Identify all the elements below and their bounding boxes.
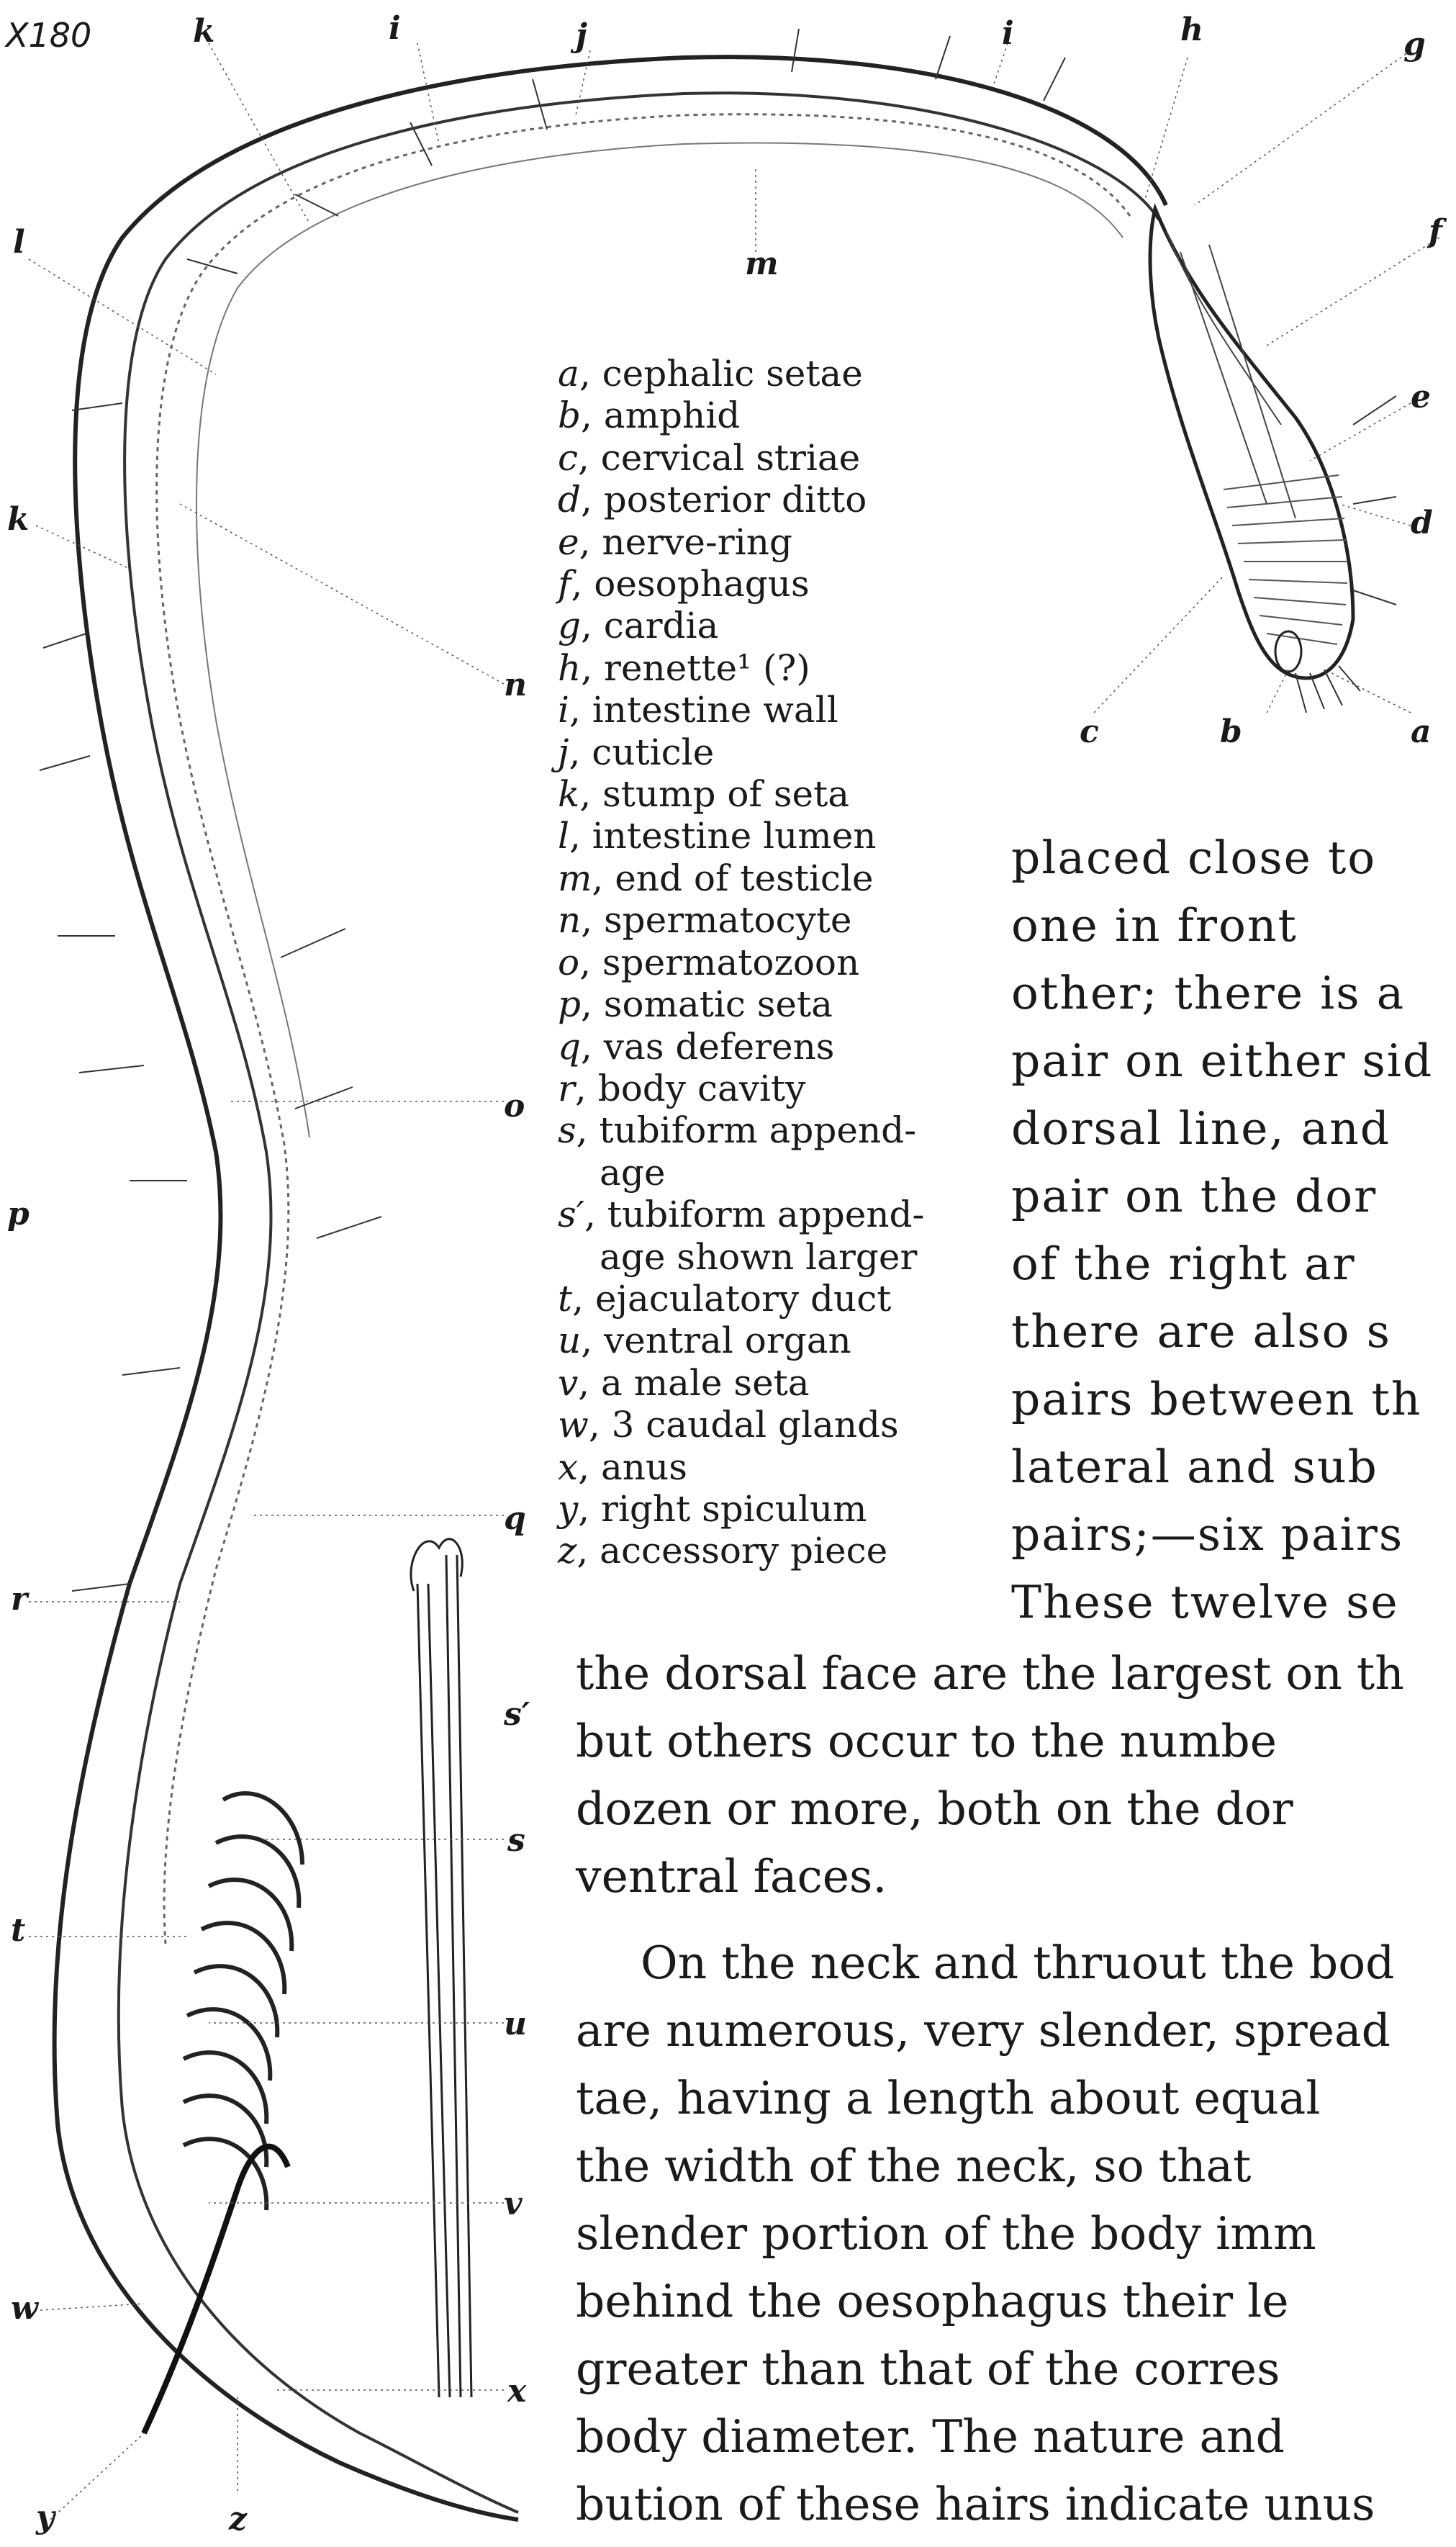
callout-y: y — [36, 2502, 55, 2533]
text-line: bution of these hairs indicate unus — [576, 2471, 1456, 2538]
text-line: pairs between th — [1011, 1366, 1456, 1433]
text-line: These twelve se — [1011, 1569, 1456, 1636]
callout-e: e — [1411, 382, 1431, 413]
callout-u: u — [504, 2009, 527, 2040]
body-column-text: placed close to one in front other; ther… — [1011, 824, 1456, 1636]
legend-row: q, vas deferens — [558, 1026, 990, 1068]
text-line: body diameter. The nature and — [576, 2403, 1456, 2471]
callout-d: d — [1411, 508, 1433, 539]
legend-row: l, intestine lumen — [558, 815, 990, 857]
text-line: the dorsal face are the largest on th — [576, 1640, 1456, 1708]
legend-row: u, ventral organ — [558, 1320, 990, 1361]
text-line: ventral faces. — [576, 1843, 1456, 1911]
legend-row: b, amphid — [558, 395, 990, 436]
callout-s-prime: s′ — [504, 1699, 530, 1731]
callout-g: g — [1403, 29, 1426, 60]
legend-row: m, end of testicle — [558, 857, 990, 899]
legend-row: a, cephalic setae — [558, 353, 990, 395]
text-line: tae, having a length about equal — [576, 2065, 1456, 2132]
legend-row: d, posterior ditto — [558, 479, 990, 520]
legend-row: c, cervical striae — [558, 437, 990, 479]
callout-i-right: i — [1002, 18, 1014, 50]
text-line: pair on either sid — [1011, 1027, 1456, 1095]
legend-row: z, accessory piece — [558, 1530, 990, 1572]
figure-legend: a, cephalic setae b, amphid c, cervical … — [558, 353, 990, 1572]
callout-i-left: i — [389, 13, 401, 45]
legend-row: age shown larger — [558, 1236, 990, 1278]
callout-q: q — [504, 1503, 526, 1535]
text-line: pair on the dor — [1011, 1163, 1456, 1230]
callout-v: v — [504, 2188, 523, 2220]
legend-row: g, cardia — [558, 605, 990, 646]
text-line: other; there is a — [1011, 960, 1456, 1027]
text-line: of the right ar — [1011, 1230, 1456, 1298]
callout-h: h — [1180, 14, 1203, 46]
oesophagus-outline — [1150, 209, 1353, 678]
callout-p: p — [7, 1199, 30, 1230]
callout-k-left: k — [7, 504, 30, 536]
callout-r: r — [11, 1584, 27, 1615]
callout-f: f — [1429, 216, 1442, 248]
text-line: slender portion of the body imm — [576, 2200, 1456, 2268]
callout-o: o — [504, 1091, 525, 1122]
cervical-striae — [1224, 475, 1347, 644]
callout-z: z — [229, 2504, 247, 2535]
callout-a: a — [1411, 716, 1432, 748]
magnification-label: X180 — [6, 16, 91, 55]
legend-row: o, spermatozoon — [558, 942, 990, 983]
callout-m: m — [745, 248, 779, 280]
legend-row: r, body cavity — [558, 1068, 990, 1109]
legend-row: age — [558, 1152, 990, 1194]
legend-row: v, a male seta — [558, 1362, 990, 1404]
callout-s: s — [507, 1825, 525, 1857]
text-line: dozen or more, both on the dor — [576, 1775, 1456, 1843]
legend-row: h, renette¹ (?) — [558, 647, 990, 689]
callout-w: w — [11, 2293, 38, 2325]
callout-x: x — [507, 2376, 526, 2407]
legend-row: j, cuticle — [558, 731, 990, 773]
text-line: lateral and sub — [1011, 1433, 1456, 1501]
callout-k-top: k — [193, 16, 215, 48]
legend-row: s, tubiform append- — [558, 1109, 990, 1151]
text-line: the width of the neck, so that — [576, 2132, 1456, 2200]
tubiform-appendages — [184, 1793, 302, 2210]
legend-row: p, somatic seta — [558, 983, 990, 1025]
legend-row: y, right spiculum — [558, 1488, 990, 1530]
legend-row: x, anus — [558, 1446, 990, 1488]
text-line: pairs;—six pairs — [1011, 1501, 1456, 1569]
legend-row: f, oesophagus — [558, 563, 990, 605]
callout-j: j — [576, 20, 587, 52]
text-line: behind the oesophagus their le — [576, 2268, 1456, 2335]
text-line: but others occur to the numbe — [576, 1708, 1456, 1775]
legend-row: w, 3 caudal glands — [558, 1404, 990, 1446]
legend-row: t, ejaculatory duct — [558, 1278, 990, 1320]
legend-row: i, intestine wall — [558, 689, 990, 731]
text-line: On the neck and thruout the bod — [576, 1929, 1456, 1997]
text-line: placed close to — [1011, 824, 1456, 892]
callout-l: l — [13, 227, 25, 258]
callout-n: n — [504, 670, 527, 701]
text-line: one in front — [1011, 892, 1456, 960]
text-line: greater than that of the corres — [576, 2335, 1456, 2403]
text-line: there are also s — [1011, 1298, 1456, 1366]
callout-c: c — [1080, 716, 1099, 748]
callout-t: t — [11, 1915, 25, 1947]
body-wide-text: the dorsal face are the largest on th bu… — [576, 1640, 1456, 2538]
legend-row: n, spermatocyte — [558, 899, 990, 941]
text-line: are numerous, very slender, spread — [576, 1997, 1456, 2065]
legend-row: s′, tubiform append- — [558, 1194, 990, 1235]
legend-row: k, stump of seta — [558, 773, 990, 815]
text-line: dorsal line, and — [1011, 1095, 1456, 1163]
callout-b: b — [1220, 716, 1242, 748]
legend-row: e, nerve-ring — [558, 521, 990, 563]
tubiform-appendage-enlarged — [411, 1539, 471, 2397]
